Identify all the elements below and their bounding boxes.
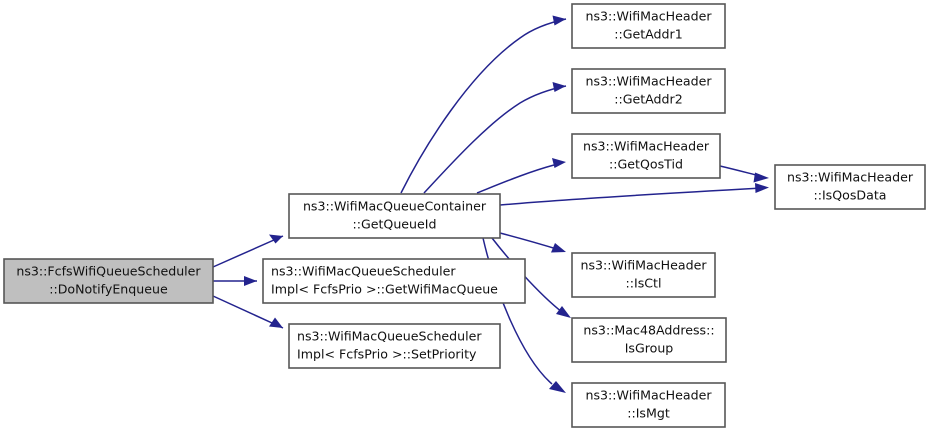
edge-get-qos-tid-to-is-qos-data (719, 165, 769, 183)
node-get-wifi-mac-queue[interactable]: ns3::WifiMacQueueScheduler Impl< FcfsPri… (262, 258, 526, 304)
edge-get-queue-id-to-is-mgt (482, 237, 566, 393)
node-do-notify-enqueue[interactable]: ns3::FcfsWifiQueueScheduler ::DoNotifyEn… (3, 258, 214, 304)
edge-do-notify-enqueue-to-get-queue-id (212, 234, 284, 268)
edge-get-queue-id-to-get-qos-tid (476, 158, 566, 194)
node-is-qos-data-line2: ::IsQosData (813, 188, 886, 203)
node-get-wifi-mac-queue-line2: Impl< FcfsPrio >::GetWifiMacQueue (271, 282, 498, 297)
node-get-qos-tid[interactable]: ns3::WifiMacHeader ::GetQosTid (571, 133, 721, 179)
node-is-mgt[interactable]: ns3::WifiMacHeader ::IsMgt (571, 382, 726, 428)
node-set-priority-line2: Impl< FcfsPrio >::SetPriority (297, 347, 477, 362)
node-get-addr1[interactable]: ns3::WifiMacHeader ::GetAddr1 (571, 3, 726, 49)
node-is-group-line2: IsGroup (625, 341, 674, 356)
edge-get-queue-id-to-is-group (491, 237, 571, 318)
edge-get-queue-id-to-is-ctl (499, 232, 566, 253)
node-is-group[interactable]: ns3::Mac48Address:: IsGroup (571, 317, 727, 363)
node-get-qos-tid-line2: ::GetQosTid (609, 157, 683, 172)
edge-get-queue-id-to-is-qos-data (499, 183, 769, 206)
node-set-priority-line1: ns3::WifiMacQueueScheduler (297, 329, 482, 344)
node-do-notify-enqueue-line2: ::DoNotifyEnqueue (49, 282, 168, 297)
node-is-mgt-line2: ::IsMgt (627, 406, 670, 421)
node-layer: ns3::FcfsWifiQueueScheduler ::DoNotifyEn… (3, 3, 926, 428)
node-get-addr2-line2: ::GetAddr2 (614, 92, 683, 107)
edge-do-notify-enqueue-to-get-wifi-mac-queue (213, 276, 257, 286)
node-get-queue-id-line2: ::GetQueueId (352, 217, 436, 232)
node-is-mgt-line1: ns3::WifiMacHeader (585, 388, 712, 403)
edge-layer (212, 15, 769, 393)
node-get-wifi-mac-queue-line1: ns3::WifiMacQueueScheduler (271, 264, 456, 279)
node-is-group-line1: ns3::Mac48Address:: (583, 323, 714, 338)
node-is-ctl[interactable]: ns3::WifiMacHeader ::IsCtl (571, 252, 716, 298)
node-do-notify-enqueue-line1: ns3::FcfsWifiQueueScheduler (16, 264, 201, 279)
node-is-qos-data[interactable]: ns3::WifiMacHeader ::IsQosData (774, 164, 926, 210)
node-get-addr1-line1: ns3::WifiMacHeader (585, 9, 712, 24)
node-is-ctl-line2: ::IsCtl (626, 276, 662, 291)
node-get-addr2[interactable]: ns3::WifiMacHeader ::GetAddr2 (571, 68, 726, 114)
node-set-priority[interactable]: ns3::WifiMacQueueScheduler Impl< FcfsPri… (288, 323, 501, 369)
edge-get-queue-id-to-get-addr2 (423, 82, 567, 194)
edge-get-queue-id-to-get-addr1 (400, 15, 567, 194)
edge-do-notify-enqueue-to-set-priority (212, 295, 284, 329)
node-get-addr2-line1: ns3::WifiMacHeader (585, 74, 712, 89)
node-get-addr1-line2: ::GetAddr1 (614, 27, 683, 42)
node-get-qos-tid-line1: ns3::WifiMacHeader (583, 139, 710, 154)
node-get-queue-id[interactable]: ns3::WifiMacQueueContainer ::GetQueueId (288, 193, 501, 239)
node-is-ctl-line1: ns3::WifiMacHeader (580, 258, 707, 273)
node-get-queue-id-line1: ns3::WifiMacQueueContainer (303, 199, 487, 214)
node-is-qos-data-line1: ns3::WifiMacHeader (787, 170, 914, 185)
